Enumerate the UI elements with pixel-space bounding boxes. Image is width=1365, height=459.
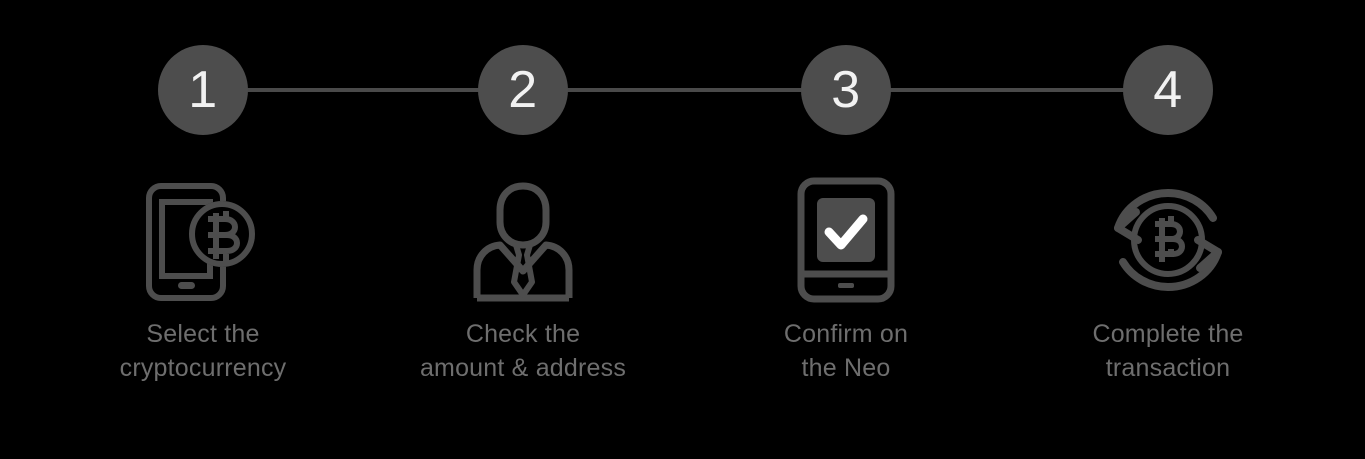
step-number-3: 3 [831,61,861,119]
step-node-4[interactable]: 4 [1123,45,1213,135]
step-caption-4: Complete the transaction [1092,320,1244,382]
step-node-3[interactable]: 3 [801,45,891,135]
step-column-4: Complete the transaction [1018,175,1318,385]
step-number-4: 4 [1153,61,1183,119]
step-column-2: Check the amount & address [373,175,673,385]
step-caption-1: Select the cryptocurrency [119,320,287,382]
bitcoin-refresh-icon [1104,175,1232,305]
step-number-2: 2 [508,61,538,119]
step-columns: Select the cryptocurrency Check the amou… [0,175,1365,415]
step-column-3: Confirm on the Neo [696,175,996,385]
phone-bitcoin-icon [143,175,263,305]
step-number-1: 1 [188,61,218,119]
hardware-wallet-check-icon [796,175,896,305]
step-caption-2: Check the amount & address [419,320,627,382]
step-node-2[interactable]: 2 [478,45,568,135]
progress-rail [203,88,1168,92]
person-suit-icon [467,175,579,305]
step-nodes: 1 2 3 4 [0,45,1365,137]
step-caption-3: Confirm on the Neo [783,320,909,382]
step-node-1[interactable]: 1 [158,45,248,135]
step-column-1: Select the cryptocurrency [53,175,353,385]
